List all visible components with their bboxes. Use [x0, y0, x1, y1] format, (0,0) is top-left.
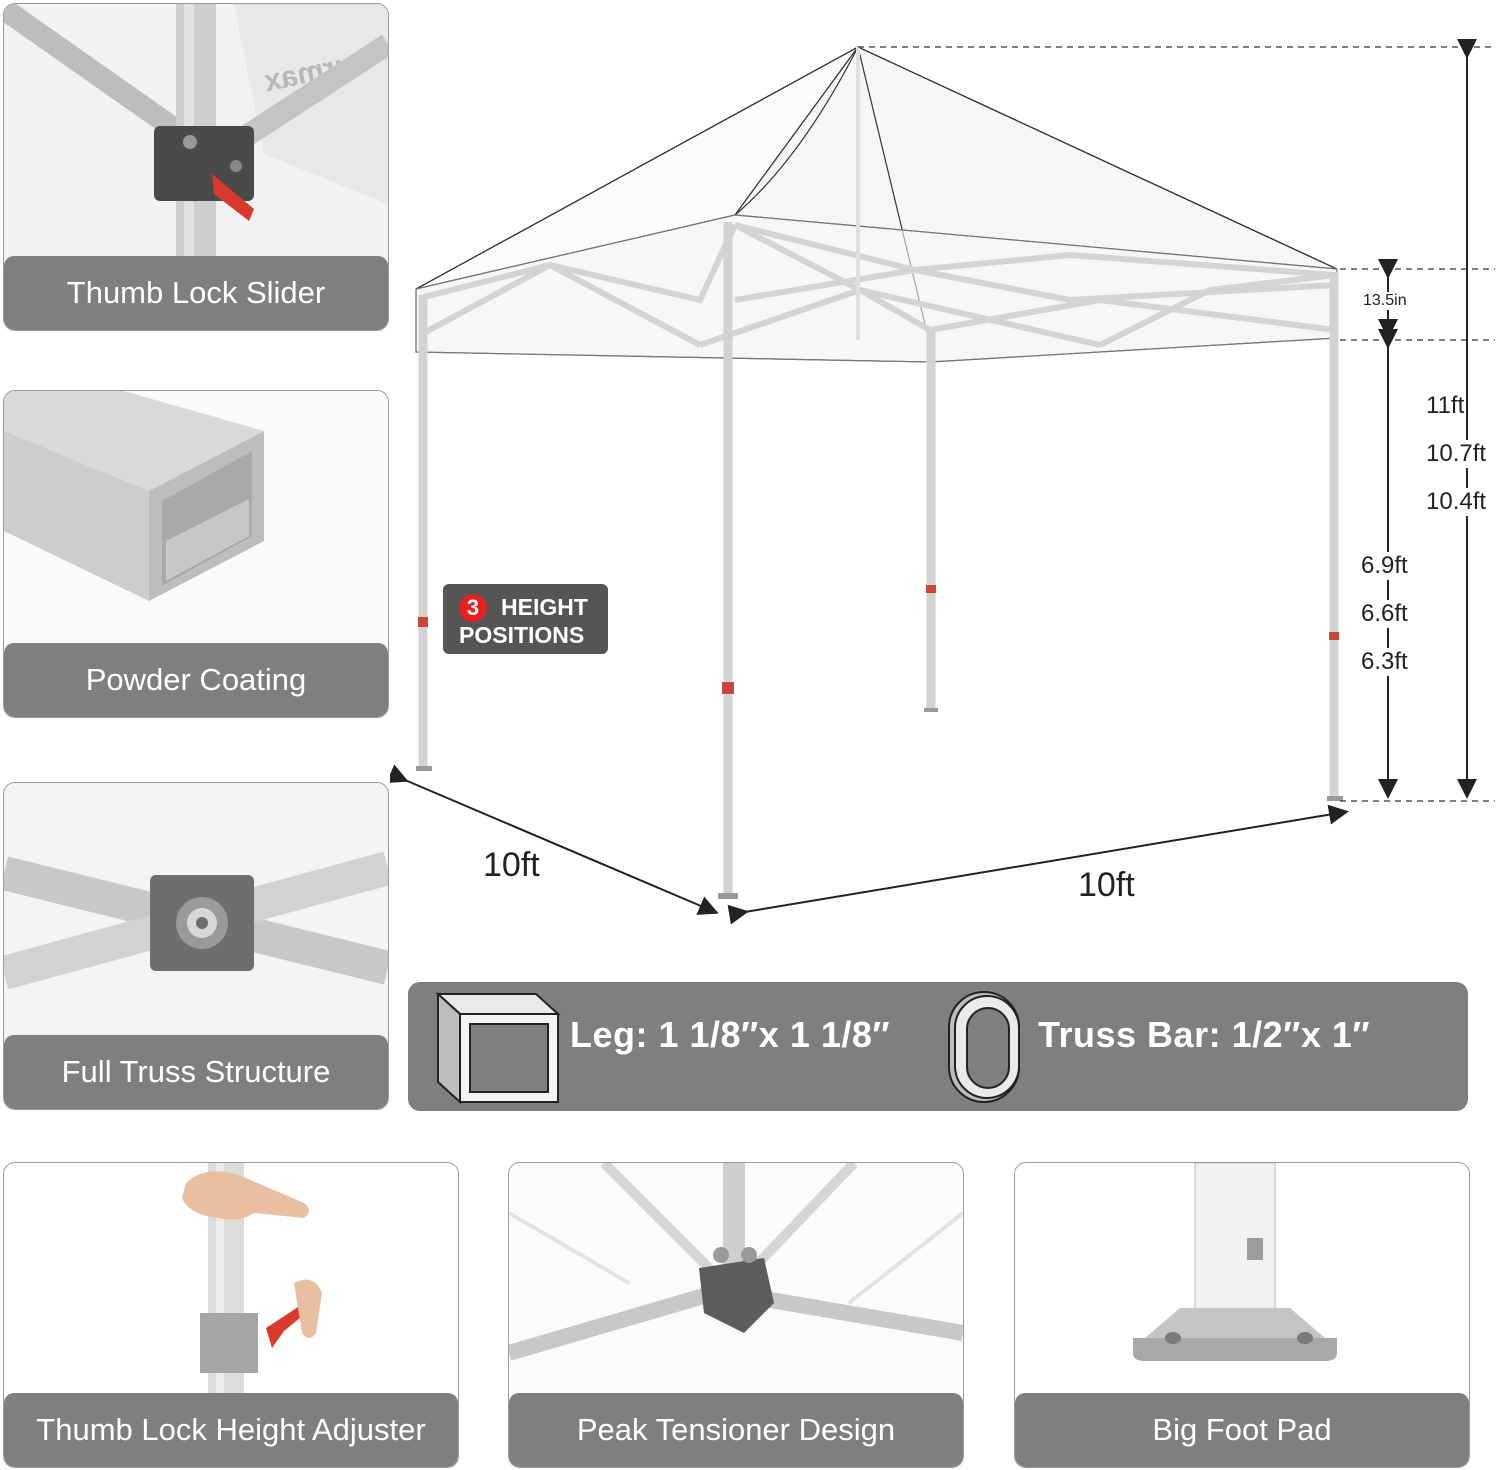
- total-height-1: 11ft: [1426, 392, 1465, 420]
- big-foot-pad-label: Big Foot Pad: [1015, 1393, 1469, 1467]
- valance-height-label: 13.5in: [1363, 292, 1407, 310]
- spec-bar: Leg: 1 1/8″x 1 1/8″ Truss Bar: 1/2″x 1″: [408, 982, 1468, 1111]
- canopy-roof: [415, 46, 1338, 346]
- thumb-lock-height-adjuster-label: Thumb Lock Height Adjuster: [4, 1393, 458, 1467]
- thumb-lock-slider-card: eurmax Thumb Lock Slider: [3, 3, 389, 331]
- foot-plates: [416, 708, 1343, 899]
- leg-lock-markers: [418, 585, 1339, 694]
- canopy-legs: [418, 222, 1339, 898]
- truss-bar-spec: Truss Bar: 1/2″x 1″: [1038, 1014, 1371, 1055]
- full-truss-structure-label: Full Truss Structure: [4, 1035, 388, 1109]
- dimension-guides: [858, 46, 1495, 802]
- full-truss-structure-card: Full Truss Structure: [3, 782, 389, 1110]
- peak-tensioner-design-card: Peak Tensioner Design: [508, 1162, 964, 1468]
- canopy-frame-diagram: [390, 39, 1495, 925]
- height-positions-line1: HEIGHT: [501, 594, 588, 620]
- total-height-2: 10.7ft: [1426, 440, 1487, 468]
- big-foot-pad-card: Big Foot Pad: [1014, 1162, 1470, 1468]
- leg-height-1: 6.9ft: [1361, 552, 1408, 580]
- thumb-lock-slider-label: Thumb Lock Slider: [4, 256, 388, 330]
- oval-tube-icon: [948, 991, 1020, 1103]
- leg-height-2: 6.6ft: [1361, 600, 1408, 628]
- square-tube-icon: [436, 992, 561, 1104]
- leg-spec: Leg: 1 1/8″x 1 1/8″: [570, 1014, 891, 1055]
- leg-height-3: 6.3ft: [1361, 648, 1408, 676]
- thumb-lock-slider-photo: eurmax: [4, 4, 388, 330]
- width-label: 10ft: [1078, 866, 1135, 904]
- height-positions-badge: 3 HEIGHT POSITIONS: [443, 584, 608, 654]
- powder-coating-label: Powder Coating: [4, 643, 388, 717]
- height-positions-line2: POSITIONS: [459, 622, 585, 648]
- thumb-lock-height-adjuster-card: Thumb Lock Height Adjuster: [3, 1162, 459, 1468]
- depth-label: 10ft: [483, 846, 540, 884]
- powder-coating-card: Powder Coating: [3, 390, 389, 718]
- total-height-3: 10.4ft: [1426, 488, 1487, 516]
- truss-bars: [418, 47, 1336, 348]
- height-positions-number: 3: [459, 594, 487, 622]
- peak-tensioner-design-label: Peak Tensioner Design: [509, 1393, 963, 1467]
